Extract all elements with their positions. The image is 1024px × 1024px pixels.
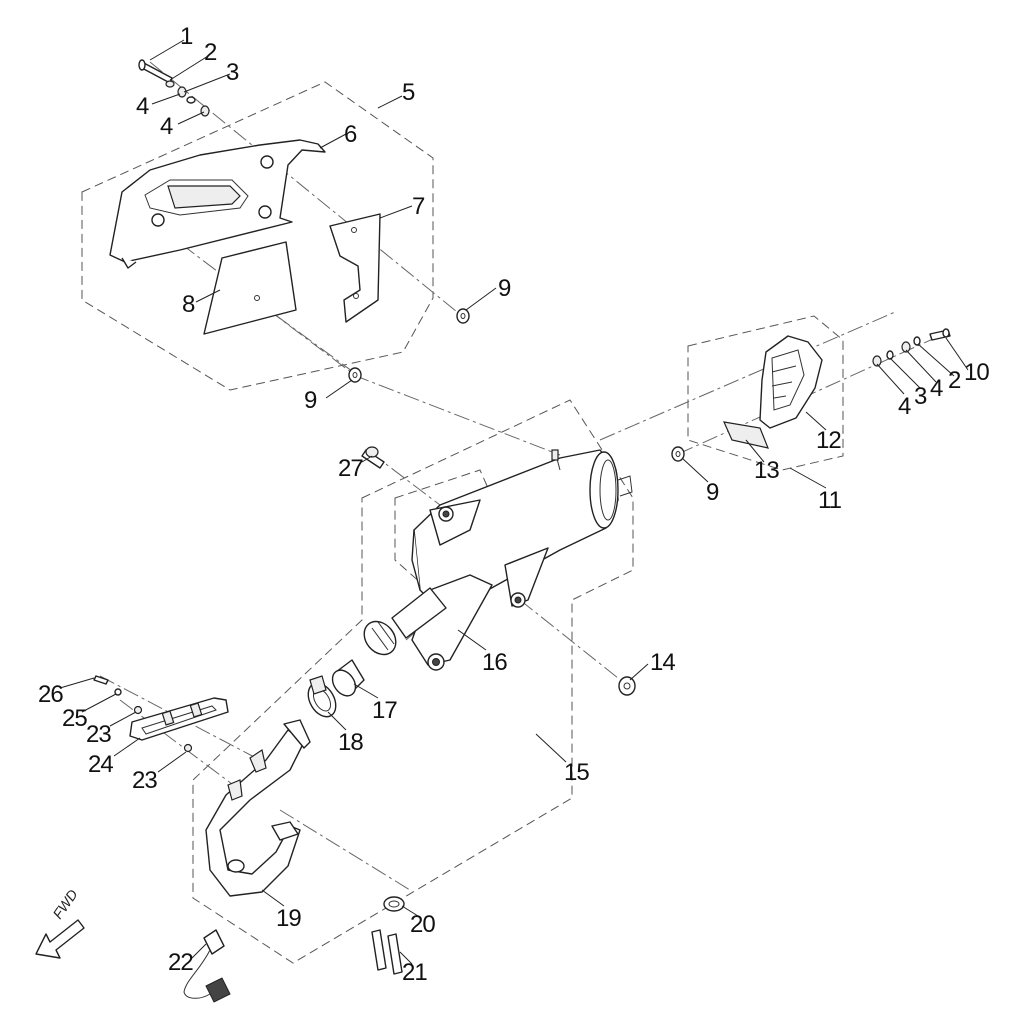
callout-13: 13 — [754, 457, 779, 484]
callout-16: 16 — [482, 649, 507, 676]
callout-8: 8 — [182, 291, 195, 318]
muffler-end-cap — [759, 335, 823, 429]
callout-9: 9 — [706, 479, 719, 506]
oxygen-sensor-22 — [183, 929, 231, 1003]
group-box-muffler — [192, 399, 634, 964]
callout-9: 9 — [498, 275, 511, 302]
callout-1: 1 — [180, 23, 193, 50]
callout-4: 4 — [136, 93, 149, 120]
callout-18: 18 — [338, 729, 363, 756]
mounting-bracket-24 — [129, 697, 229, 741]
callout-3: 3 — [226, 59, 239, 86]
gasket-20 — [383, 896, 405, 912]
callout-11: 11 — [818, 487, 842, 514]
group-box-end-cap — [687, 315, 844, 471]
callout-14: 14 — [650, 649, 675, 676]
callout-15: 15 — [564, 759, 589, 786]
callout-21: 21 — [402, 959, 427, 986]
callout-2: 2 — [204, 39, 217, 66]
callout-4: 4 — [898, 393, 911, 420]
group-box-heat-shield — [81, 81, 434, 391]
callout-27: 27 — [338, 455, 363, 482]
hardware-stack-right — [872, 328, 951, 367]
callout-26: 26 — [38, 681, 63, 708]
callout-10: 10 — [964, 359, 989, 386]
end-cap-gasket-13 — [722, 421, 769, 449]
callout-24: 24 — [88, 751, 113, 778]
insulation-plate-7 — [329, 213, 381, 323]
muffler-body — [411, 449, 633, 611]
callout-4: 4 — [930, 375, 943, 402]
clamp-18 — [307, 675, 337, 718]
callout-6: 6 — [344, 121, 357, 148]
forward-direction-arrow: FWD — [35, 886, 85, 959]
callout-12: 12 — [816, 427, 841, 454]
callout-3: 3 — [914, 383, 927, 410]
clips-21 — [371, 929, 403, 975]
exhaust-header-pipe — [205, 719, 311, 897]
gasket-14 — [618, 676, 636, 696]
muffler-inlet-pipe — [363, 587, 447, 656]
heat-shield-cover — [109, 139, 326, 269]
callout-labels: 1 2 3 4 4 5 6 7 8 9 9 10 2 4 3 4 12 13 9… — [38, 23, 990, 986]
callout-9: 9 — [304, 387, 317, 414]
callout-7: 7 — [412, 193, 425, 220]
insulation-sheet-8 — [203, 241, 297, 335]
callout-2: 2 — [948, 367, 961, 394]
callout-23: 23 — [86, 721, 111, 748]
bracket-hardware — [93, 675, 193, 753]
washer-9-group — [348, 308, 685, 462]
hardware-stack-top — [138, 59, 210, 117]
bolt-27 — [361, 446, 385, 469]
callout-23: 23 — [132, 767, 157, 794]
callout-17: 17 — [372, 697, 397, 724]
callout-19: 19 — [276, 905, 301, 932]
callout-25: 25 — [62, 705, 87, 732]
fwd-label: FWD — [49, 886, 80, 921]
callout-4: 4 — [160, 113, 173, 140]
callout-22: 22 — [168, 949, 193, 976]
callout-5: 5 — [402, 79, 415, 106]
callout-20: 20 — [410, 911, 435, 938]
leader-lines — [59, 39, 969, 965]
